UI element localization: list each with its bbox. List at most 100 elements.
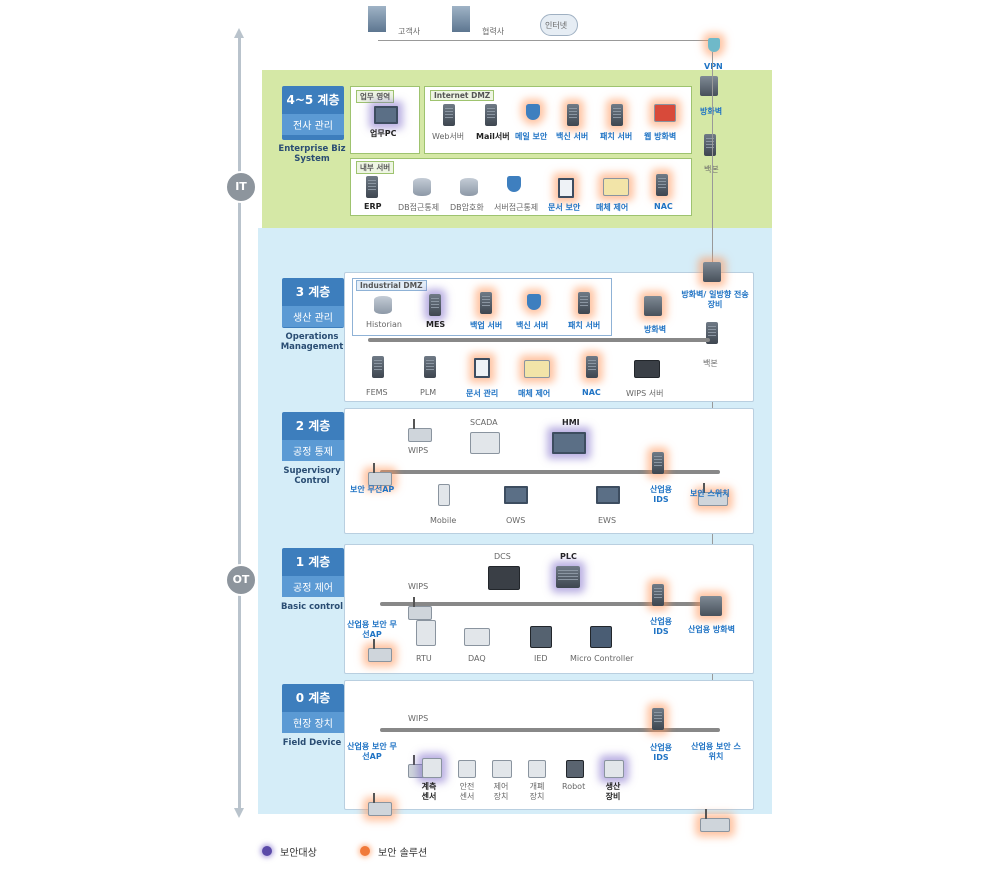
internal-item: 문서 보안 [548, 203, 581, 212]
internal-item: 서버접근통제 [494, 203, 539, 212]
l3-bottom-item: WIPS 서버 [626, 389, 664, 398]
firewall-icon [700, 76, 718, 96]
l3-backbone-label: 백본 [703, 359, 718, 368]
control-device-icon [492, 760, 512, 778]
internal-item: DB접근통제 [398, 203, 440, 212]
l3-bottom-item: 매체 제어 [518, 389, 551, 398]
daq-icon [464, 628, 490, 646]
patch-server-icon [611, 104, 623, 126]
measure-sensor-icon [422, 758, 442, 778]
vpn-icon [708, 38, 720, 52]
scada-icon [470, 432, 500, 454]
secure-switch-icon [700, 809, 730, 832]
dmz-item: 백신 서버 [556, 132, 589, 141]
firewall-label: 방화벽 [700, 106, 722, 117]
media-control-icon [524, 360, 550, 378]
l1-item: PLC [560, 552, 577, 561]
l0-item: 개폐 장치 [529, 782, 545, 801]
doc-management-icon [474, 358, 490, 378]
historian-icon [374, 296, 392, 314]
layer0-label: 0 계층 현장 장치 [282, 684, 344, 733]
industrial-firewall-icon [700, 596, 722, 616]
l3-dmz-item: 백업 서버 [470, 321, 503, 330]
l3-dmz-item: 패치 서버 [568, 321, 601, 330]
hmi-icon [552, 432, 586, 454]
ied-icon [530, 626, 552, 648]
l0-network-bus [380, 728, 720, 732]
vpn-label: VPN [704, 62, 723, 71]
web-server-icon [443, 104, 455, 126]
nac-icon [656, 174, 668, 196]
web-firewall-icon [654, 104, 676, 122]
layer1-en: Basic control [280, 602, 344, 612]
l3-dmz-item: MES [426, 320, 446, 329]
ows-icon [504, 486, 528, 504]
zone-work-tag: 업무 영역 [356, 90, 395, 103]
l2-item: 산업용 IDS [649, 485, 673, 504]
layer2-sub: 공정 통제 [282, 440, 344, 461]
industrial-ids-icon [652, 708, 664, 730]
l2-item: HMI [562, 418, 580, 427]
layer1-num: 1 계층 [295, 555, 331, 569]
layer0-en: Field Device [282, 738, 342, 748]
safety-sensor-icon [458, 760, 476, 778]
l1-item: IED [534, 654, 548, 663]
l3-bottom-item: PLM [420, 388, 437, 397]
legend-solution-dot [360, 846, 370, 856]
layer2-label: 2 계층 공정 통제 [282, 412, 344, 461]
top-connector-line [378, 40, 714, 41]
l2-item: Mobile [430, 516, 457, 525]
dcs-icon [488, 566, 520, 590]
vaccine-server-icon [527, 294, 541, 310]
layer0-num: 0 계층 [295, 691, 331, 705]
layer1-label: 1 계층 공정 제어 [282, 548, 344, 597]
oneway-firewall-icon [703, 262, 721, 282]
it-label: IT [225, 171, 257, 203]
l1-item: WIPS [408, 582, 429, 591]
l0-item: 산업용 보안 무선AP [347, 742, 397, 761]
layer45-num: 4~5 계층 [286, 93, 340, 107]
l3-bottom-item: NAC [582, 388, 601, 397]
secure-ap-icon [368, 793, 392, 816]
legend-target-dot [262, 846, 272, 856]
zone-industrial-dmz-tag: Industrial DMZ [356, 280, 427, 291]
rtu-icon [416, 620, 436, 646]
robot-icon [566, 760, 584, 778]
media-control-icon [603, 178, 629, 196]
layer1-sub: 공정 제어 [282, 576, 344, 597]
partner-label: 협력사 [482, 27, 505, 36]
backbone-icon [704, 134, 716, 156]
secure-ap-icon [368, 463, 392, 486]
mes-icon [429, 294, 441, 316]
industrial-ids-icon [652, 584, 664, 606]
l1-item: 산업용 보안 무선AP [347, 620, 397, 639]
backup-server-icon [480, 292, 492, 314]
l0-item: 생산 장비 [605, 782, 621, 801]
layer3-num: 3 계층 [295, 285, 331, 299]
l3-dmz-item: Historian [366, 320, 402, 329]
industrial-ids-icon [652, 452, 664, 474]
it-ot-arrow-line [238, 38, 241, 808]
dmz-item: Mail서버 [476, 132, 510, 141]
plm-icon [424, 356, 436, 378]
doc-security-icon [558, 178, 574, 198]
l2-item: WIPS [408, 446, 429, 455]
l3-bottom-item: 문서 관리 [466, 389, 499, 398]
internal-item: DB암호화 [450, 203, 484, 212]
layer45-en: Enterprise Biz System [278, 144, 346, 164]
mobile-icon [438, 484, 450, 506]
layer45-sub: 전사 관리 [282, 114, 344, 135]
dmz-item: 패치 서버 [600, 132, 633, 141]
arrow-up-icon [234, 28, 244, 38]
internal-item: 매체 제어 [596, 203, 629, 212]
customer-label: 고객사 [398, 27, 421, 36]
zone-dmz-tag: Internet DMZ [430, 90, 495, 101]
l2-item: 보안 무선AP [350, 485, 395, 494]
nac-icon [586, 356, 598, 378]
l1-item: DAQ [468, 654, 486, 663]
wips-icon [408, 597, 432, 620]
layer0-card [344, 680, 754, 810]
l1-item: 산업용 IDS [649, 617, 673, 636]
db-encrypt-icon [460, 178, 478, 196]
legend-target-label: 보안대상 [280, 848, 317, 859]
